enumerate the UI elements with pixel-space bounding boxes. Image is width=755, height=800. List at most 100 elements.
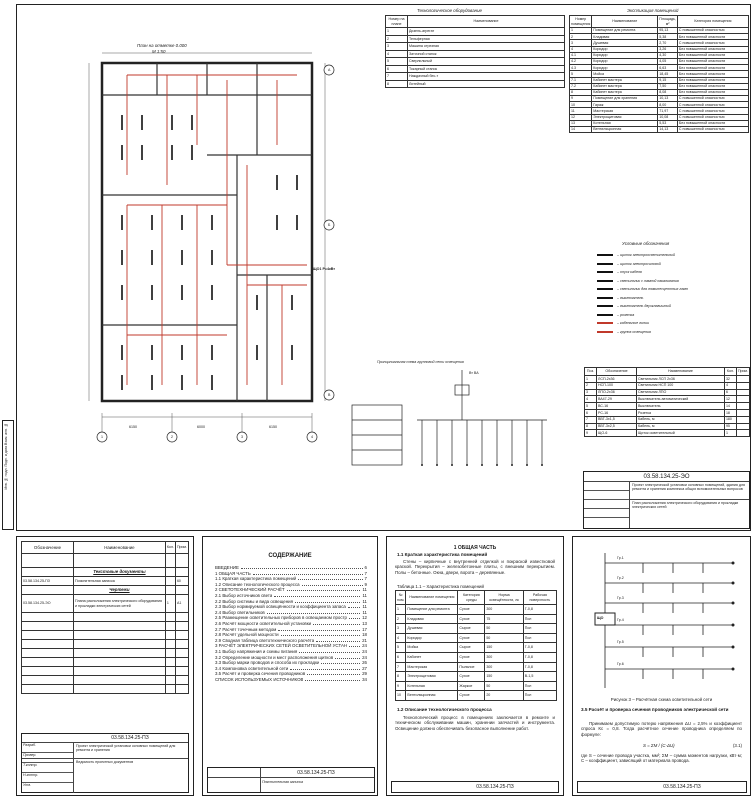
- page2-stamp-sheet: Пояснительная записка: [262, 780, 303, 784]
- char-row-cell: Пол: [522, 623, 558, 634]
- spec-row-cell: 6: [723, 388, 737, 397]
- equipment-row-cell: Токарный станок: [407, 64, 565, 73]
- char-row-cell: Пол: [522, 632, 558, 644]
- doc-name-eo: Плана расположения электрического оборуд…: [73, 594, 166, 613]
- room-row-cell: 14,13: [657, 125, 678, 134]
- equipment-title: Технологическое оборудование: [417, 8, 482, 13]
- char-row-cell: Г-0,8: [522, 661, 558, 673]
- spec-row-cell: 8: [584, 422, 597, 431]
- col-char-lux: Норма освещённости, лк: [484, 590, 524, 605]
- group-label-1: Гр.1: [617, 556, 624, 560]
- spec-row-cell: [735, 429, 751, 438]
- char-row-cell: Котельная: [405, 680, 459, 692]
- toc-entry-title: 3.4 Компоновка осветительной сети: [215, 665, 289, 671]
- spec-row-cell: ВА47-29: [596, 395, 637, 404]
- col-room-num: Номер помещения: [568, 15, 593, 28]
- group-label-3: Гр.3: [617, 596, 624, 600]
- toc-entry-title: 3.3 Выбор марки проводов и способа их пр…: [215, 660, 320, 666]
- feeder-label: Вт ВА: [469, 371, 479, 375]
- equipment-row-cell: Заточной станок: [407, 49, 565, 58]
- riser-label: ЩО1 Р=4кВт: [313, 267, 336, 271]
- char-row-cell: В-1,5: [522, 671, 558, 682]
- toc-entry-page: 6: [364, 565, 367, 570]
- axis-1: 1: [101, 435, 103, 439]
- toc-entry-page: 13: [362, 620, 367, 626]
- char-row-cell: 50: [484, 680, 524, 692]
- spec-row-cell: [735, 422, 751, 431]
- equipment-row-cell: 4: [385, 49, 408, 58]
- spec-row-cell: [735, 402, 751, 410]
- toc-entry-title: 2.1 Выбор источников света: [215, 592, 273, 598]
- plan-scale: М 1:50: [152, 49, 166, 54]
- legend-item: – группа освещения: [597, 328, 747, 337]
- spec-row-cell: 3: [584, 388, 597, 397]
- char-row-cell: 6: [394, 651, 407, 663]
- main-title-sheet: План расположения электрического оборудо…: [632, 501, 739, 510]
- toc-entry-title: СПИСОК ИСПОЛЬЗУЕМЫХ ИСТОЧНИКОВ: [215, 676, 304, 682]
- col-room-cat: Категория помещения: [676, 15, 750, 28]
- char-row-cell: Мастерская: [405, 661, 459, 673]
- page3-stamp-code: 03.58.134.25-ПЗ: [476, 784, 514, 790]
- page1-stamp-sheet: Ведомость проектных документов: [76, 760, 134, 764]
- spec-row-cell: 4: [584, 395, 597, 404]
- dim-2: 6000: [197, 425, 205, 429]
- col-spec-name: Наименование: [636, 367, 725, 376]
- col-char-num: № пом.: [394, 590, 407, 605]
- equipment-row-cell: Сверлильный: [407, 57, 565, 66]
- room-row-cell: С повышенной опасностью: [676, 125, 750, 134]
- axis-v: В: [328, 393, 331, 397]
- toc-entry-title: 3.5 Расчёт и проверка сечения проводнико…: [215, 671, 306, 677]
- legend-title: Условные обозначения: [622, 241, 670, 246]
- calc-schematic: [594, 553, 735, 688]
- page4-stamp: 03.58.134.25-ПЗ: [577, 781, 747, 793]
- equipment-row-cell: 5: [385, 57, 408, 66]
- char-row-cell: 7: [394, 661, 407, 673]
- legend-item: – опуск кабеля: [597, 268, 747, 277]
- char-row-cell: Жаркое: [457, 680, 486, 692]
- equipment-row-cell: 2: [385, 34, 408, 43]
- char-row-cell: Коридор: [405, 632, 459, 644]
- char-row-cell: Душевая: [405, 623, 459, 634]
- role-approver: Утв.: [23, 783, 32, 787]
- spec-row-cell: Кабель, м: [636, 415, 725, 424]
- toc-entry-title: 3 РАСЧЁТ ЭЛЕКТРИЧЕСКИХ СЕТЕЙ ОСВЕТИТЕЛЬН…: [215, 643, 347, 649]
- spec-row-cell: Кабель, м: [636, 422, 725, 431]
- rooms-char-table: № пом. Наименование помещения Категория …: [394, 590, 558, 701]
- doc-code-eo: 03.58.134.25-ЭО: [21, 594, 74, 613]
- toc-entry-page: 24: [362, 648, 367, 654]
- legend-symbol-icon: [597, 279, 613, 282]
- plan-title: План на отметке 0.000: [137, 43, 187, 48]
- char-row-cell: 8: [394, 671, 407, 682]
- legend-item: – кабельные линии: [597, 319, 747, 328]
- doc-name-pz: Пояснительная записка: [73, 576, 166, 586]
- toc-entry: 2.9 Сводная таблица светотехнического ра…: [215, 638, 367, 644]
- spec-row-cell: ЩО-6: [596, 429, 637, 438]
- rooms-table: Номер помещения Наименование Площадь, м²…: [568, 15, 750, 134]
- char-row-cell: 1: [394, 604, 407, 615]
- col-doc-note: Прим.: [174, 541, 190, 554]
- legend-symbol-icon: [597, 254, 613, 257]
